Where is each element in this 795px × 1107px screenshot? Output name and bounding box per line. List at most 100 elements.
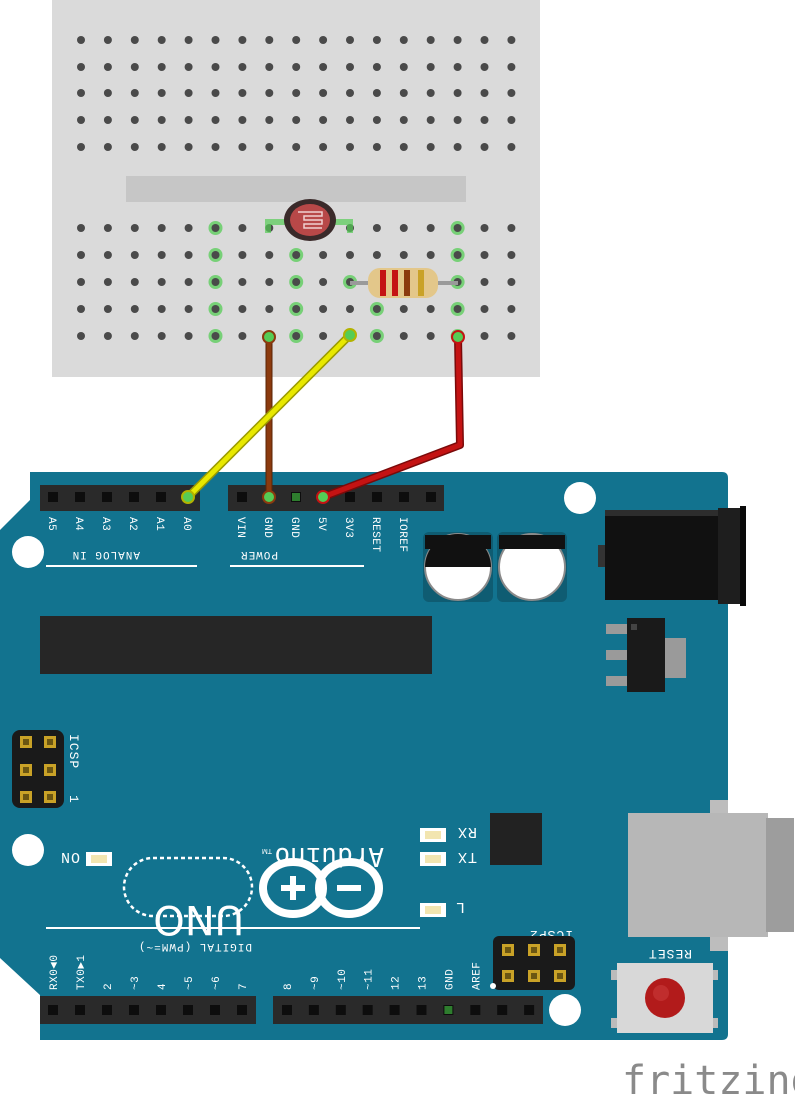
header-socket[interactable] (48, 492, 58, 502)
header-socket[interactable] (345, 492, 355, 502)
arduino-logo: Arduino TM UNO (122, 841, 384, 942)
breadboard-hole (103, 143, 112, 151)
breadboard-hole (292, 278, 301, 286)
header-socket[interactable] (416, 1005, 427, 1015)
digital-label: DIGITAL (PWM=~) (138, 940, 252, 952)
header-socket[interactable] (156, 492, 166, 502)
breadboard-hole (480, 224, 489, 232)
breadboard-hole (103, 63, 112, 71)
header-socket[interactable] (335, 1005, 346, 1015)
breadboard-hole (238, 332, 247, 340)
breadboard-hole (211, 36, 220, 44)
header-socket[interactable] (497, 1005, 508, 1015)
power-label: POWER (240, 548, 278, 560)
breadboard-hole (346, 251, 354, 259)
pin-label: 5V (315, 517, 327, 531)
svg-text:TX: TX (457, 848, 477, 865)
header-socket[interactable] (183, 1005, 193, 1015)
pin-label: ~9 (310, 976, 322, 990)
header-socket[interactable] (75, 1005, 85, 1015)
header-socket[interactable] (524, 1005, 535, 1015)
breadboard-hole (211, 63, 220, 71)
reset-label: RESET (648, 946, 692, 961)
header-socket[interactable] (48, 1005, 58, 1015)
header-socket[interactable] (282, 1005, 292, 1015)
breadboard-hole (346, 305, 354, 313)
header-socket[interactable] (389, 1005, 400, 1015)
breadboard-hole (103, 36, 112, 44)
breadboard-hole (238, 143, 247, 151)
breadboard-hole (211, 278, 220, 286)
mounting-hole (549, 994, 581, 1026)
mounting-hole (12, 834, 44, 866)
header-socket[interactable] (308, 1005, 319, 1015)
header-socket[interactable] (237, 492, 247, 502)
breadboard-hole (346, 89, 354, 97)
breadboard-hole (130, 278, 139, 286)
header-socket[interactable] (237, 1005, 247, 1015)
breadboard-hole (184, 332, 193, 340)
breadboard-hole (265, 278, 274, 286)
usb-interface-chip (490, 813, 542, 865)
breadboard-hole (238, 89, 247, 97)
header-socket[interactable] (75, 492, 85, 502)
breadboard-hole (238, 63, 247, 71)
breadboard-hole (426, 63, 435, 71)
resistor (350, 268, 458, 298)
breadboard-hole (319, 89, 328, 97)
breadboard-hole (184, 89, 193, 97)
breadboard-hole (265, 89, 274, 97)
breadboard-hole (184, 63, 193, 71)
header-socket[interactable] (210, 1005, 220, 1015)
capacitor (423, 532, 493, 602)
breadboard-hole (426, 251, 435, 259)
breadboard-hole (157, 116, 166, 124)
a0-wire[interactable] (185, 332, 353, 500)
breadboard-hole (507, 251, 516, 259)
header-socket[interactable] (426, 492, 436, 502)
pin-label: ~11 (364, 969, 376, 990)
breadboard-hole (211, 251, 220, 259)
breadboard-hole (372, 116, 381, 124)
icsp2-header (493, 936, 575, 990)
breadboard-hole (184, 36, 193, 44)
breadboard-hole (292, 332, 301, 340)
breadboard-hole (453, 251, 462, 259)
header-socket[interactable] (129, 492, 139, 502)
breadboard-hole (265, 251, 274, 259)
breadboard-hole (77, 224, 85, 232)
header-socket[interactable] (102, 492, 112, 502)
header-socket[interactable] (362, 1005, 373, 1015)
breadboard-hole (130, 63, 139, 71)
header-socket[interactable] (399, 492, 409, 502)
breadboard-hole (372, 63, 381, 71)
digital-header-low (40, 996, 256, 1024)
pin-label: GND (444, 969, 456, 990)
breadboard-hole (426, 89, 435, 97)
breadboard-hole (184, 143, 193, 151)
pin-label: RESET (369, 517, 381, 553)
breadboard-hole (103, 224, 112, 232)
breadboard-hole (372, 89, 381, 97)
analog-in-label: ANALOG IN (72, 548, 140, 560)
breadboard (52, 0, 540, 377)
header-socket[interactable] (156, 1005, 166, 1015)
breadboard-hole (319, 251, 328, 259)
header-socket[interactable] (372, 492, 382, 502)
pin-label: 4 (157, 983, 169, 990)
header-socket[interactable] (129, 1005, 139, 1015)
breadboard-hole (130, 116, 139, 124)
breadboard-hole (130, 224, 139, 232)
breadboard-hole (507, 278, 516, 286)
breadboard-hole (77, 89, 85, 97)
5v-wire[interactable] (321, 336, 464, 501)
reset-button[interactable] (611, 963, 718, 1033)
header-socket[interactable] (102, 1005, 112, 1015)
pin-label: ~5 (184, 976, 196, 990)
pin-label: ~3 (130, 976, 142, 990)
header-socket[interactable] (470, 1005, 481, 1015)
breadboard-hole (184, 251, 193, 259)
breadboard-hole (346, 143, 354, 151)
breadboard-hole (426, 143, 435, 151)
